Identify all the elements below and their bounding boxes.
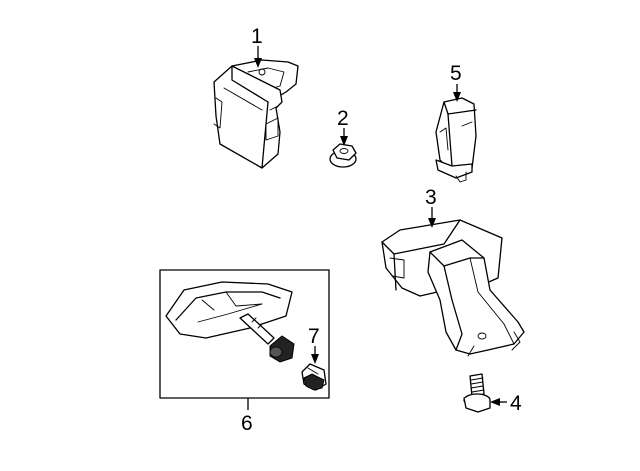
part-6-kit-frame	[159, 269, 330, 399]
callout-7: 7	[308, 325, 320, 348]
part-6-tpms-sensor[interactable]	[165, 281, 293, 345]
callout-3: 3	[425, 186, 437, 209]
callout-5: 5	[450, 62, 462, 85]
callout-6: 6	[241, 412, 253, 435]
callout-2: 2	[337, 107, 349, 130]
part-1-control-module[interactable]	[213, 59, 299, 169]
valve-cap[interactable]	[269, 335, 295, 363]
part-3-module-bracket[interactable]	[381, 219, 525, 357]
leader-lines	[247, 46, 507, 410]
callout-4: 4	[510, 392, 522, 415]
part-7-valve-core[interactable]	[301, 363, 327, 391]
part-2-nut[interactable]	[329, 143, 357, 168]
part-5-sensor[interactable]	[435, 97, 477, 183]
part-4-bolt[interactable]	[463, 373, 491, 413]
callout-1: 1	[251, 25, 263, 48]
